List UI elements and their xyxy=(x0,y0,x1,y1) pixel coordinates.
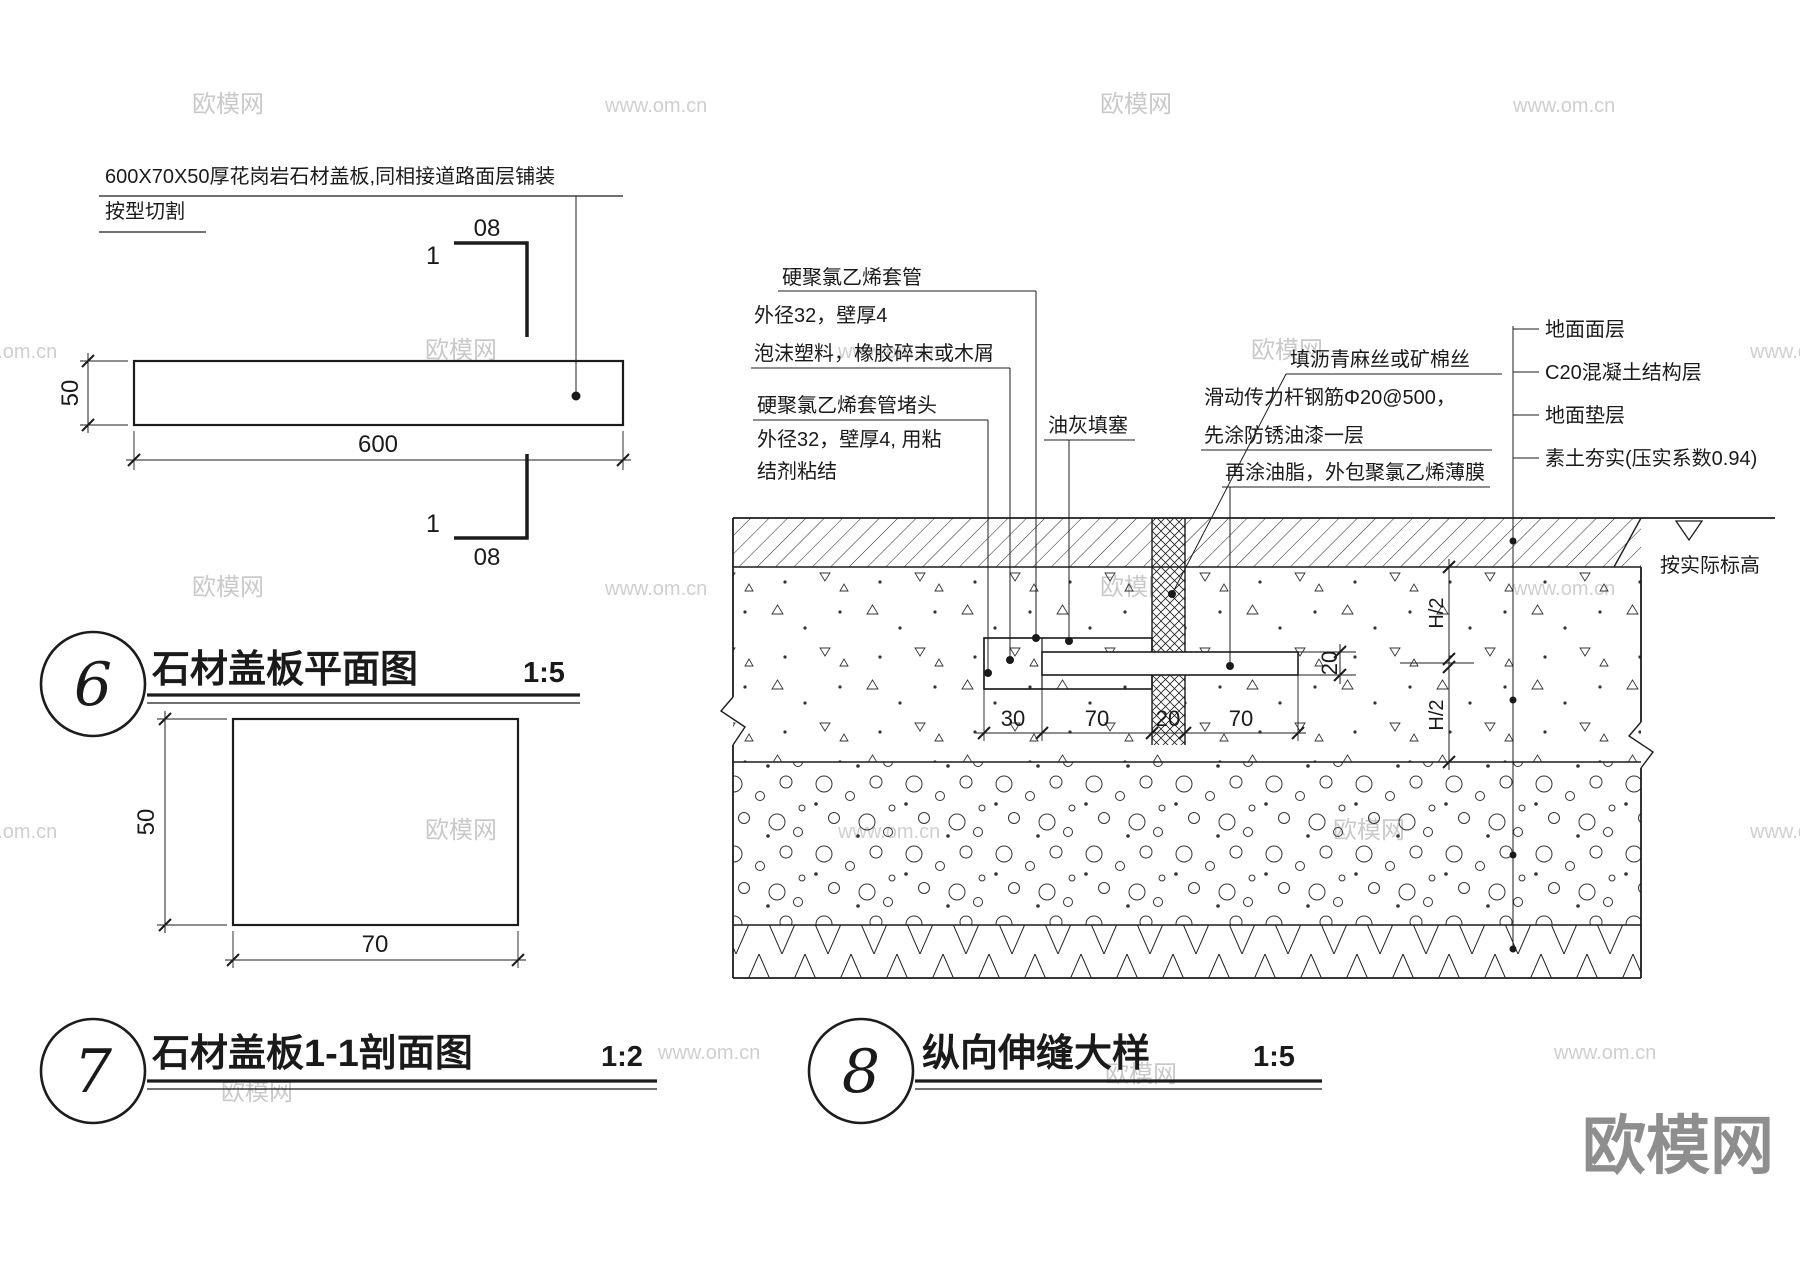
detail-scale-7: 1:2 xyxy=(601,1041,643,1073)
dim-text-h2a: H/2 xyxy=(1426,597,1448,628)
title-detail-6: 6 石材盖板平面图 1:5 xyxy=(39,630,580,738)
annotation-plug-1: 硬聚氯乙烯套管堵头 xyxy=(757,394,937,417)
dim-section-width: 70 xyxy=(225,931,526,968)
annotation-plug-3: 结剂粘结 xyxy=(757,460,837,483)
annotation-foam: 泡沫塑料，橡胶碎末或木屑 xyxy=(754,342,994,365)
detail-6-plan: 600X70X50厚花岗岩石材盖板,同相接道路面层铺装 按型切割 1 08 1 … xyxy=(57,165,631,571)
dowel-bar xyxy=(1041,651,1299,676)
watermark-url: www.om.cn xyxy=(837,341,940,363)
bedding-layer xyxy=(733,762,1641,925)
watermark-brand: 欧模网 xyxy=(1251,337,1323,364)
section-number-bottom: 1 xyxy=(426,510,440,538)
leader-dot xyxy=(571,391,581,401)
dim-text-600: 600 xyxy=(358,431,398,458)
watermark-url: www.om.cn xyxy=(0,341,57,363)
dim-text-70b: 70 xyxy=(1229,706,1253,731)
annotation-pvc-sleeve-1: 硬聚氯乙烯套管 xyxy=(782,266,922,289)
detail-scale-6: 1:5 xyxy=(523,657,565,689)
dim-text-20: 20 xyxy=(1156,706,1180,731)
dim-text-70: 70 xyxy=(362,931,389,958)
detail-7-section: 50 70 xyxy=(133,711,526,968)
watermark-brand: 欧模网 xyxy=(425,817,497,844)
detail-scale-8: 1:5 xyxy=(1253,1041,1295,1073)
surface-layer-hatch-right xyxy=(1185,518,1641,567)
annotation-dowel-2: 先涂防锈油漆一层 xyxy=(1204,424,1364,447)
detail-bubble-7 xyxy=(39,1017,147,1125)
watermark-brand: 欧模网 xyxy=(1100,91,1172,118)
dim-text-50: 50 xyxy=(57,380,84,407)
dim-bar-height: 20 xyxy=(1298,644,1356,684)
layer-labels: 地面面层 C20混凝土结构层 地面垫层 素土夯实(压实系数0.94) xyxy=(1509,318,1757,953)
watermark-url: www.om.cn xyxy=(1749,821,1800,843)
layer-label-bedding: 地面垫层 xyxy=(1545,404,1625,427)
section-mark-top xyxy=(454,241,529,337)
dim-h2: H/2 H/2 xyxy=(1400,559,1474,770)
dim-text-h2b: H/2 xyxy=(1426,699,1448,730)
annotation-oakum: 填沥青麻丝或矿棉丝 xyxy=(1290,348,1470,371)
detail-title-7: 石材盖板1-1剖面图 xyxy=(152,1033,473,1075)
stone-plate-plan xyxy=(132,359,625,427)
level-triangle-mark xyxy=(1674,520,1704,542)
surface-layer-hatch-left xyxy=(733,518,1152,567)
compacted-soil-layer xyxy=(733,925,1641,978)
detail-number-7: 7 xyxy=(74,1037,113,1107)
dim-text-30: 30 xyxy=(1001,706,1025,731)
annotation-plug-2: 外径32，壁厚4, 用粘 xyxy=(757,428,941,451)
detail6-note-line1: 600X70X50厚花岗岩石材盖板,同相接道路面层铺装 xyxy=(105,165,555,188)
surface-cut-line xyxy=(1613,517,1642,568)
detail6-note-line2: 按型切割 xyxy=(105,200,185,223)
stone-plate-section xyxy=(231,717,520,927)
title-detail-8: 8 纵向伸缝大样 1:5 xyxy=(807,1017,1322,1125)
watermark-url: www.om.cn xyxy=(604,578,707,600)
watermark-url: www.om.cn xyxy=(604,95,707,117)
title-detail-7: 7 石材盖板1-1剖面图 1:2 xyxy=(39,1017,657,1125)
detail-number-6: 6 xyxy=(74,650,112,720)
annotation-grease: 再涂油脂，外包聚氯乙烯薄膜 xyxy=(1225,461,1485,484)
dim-section-height: 50 xyxy=(133,711,227,933)
dim-text-70a: 70 xyxy=(1085,706,1109,731)
dim-plate-width: 600 xyxy=(126,431,631,470)
annotation-dowel-1: 滑动传力杆钢筋Φ20@500， xyxy=(1204,386,1456,409)
layer-label-soil: 素土夯实(压实系数0.94) xyxy=(1545,447,1757,470)
detail-bubble-6 xyxy=(39,630,147,738)
dim-plate-height: 50 xyxy=(57,353,128,433)
watermark-brand: 欧模网 xyxy=(425,337,497,364)
watermark-url: www.om.cn xyxy=(1512,95,1615,117)
break-mark-left xyxy=(719,696,746,746)
watermark-url: www.om.cn xyxy=(1749,341,1800,363)
dowel-bar-bg xyxy=(1042,652,1298,675)
layer-label-surface: 地面面层 xyxy=(1545,318,1625,341)
break-mark-right xyxy=(1627,721,1655,769)
detail-title-6: 石材盖板平面图 xyxy=(152,649,418,691)
layer-label-concrete: C20混凝土结构层 xyxy=(1545,361,1702,384)
watermark-brand: 欧模网 xyxy=(192,574,264,601)
watermark-url: www.om.cn xyxy=(1553,1042,1656,1064)
watermark-brand: 欧模网 xyxy=(221,1079,293,1106)
annotation-putty: 油灰填塞 xyxy=(1048,414,1128,437)
watermark-url: www.om.cn xyxy=(657,1042,760,1064)
dim-text-bar-20: 20 xyxy=(1317,651,1342,675)
detail-title-8: 纵向伸缝大样 xyxy=(922,1033,1150,1075)
dim-text-50: 50 xyxy=(133,809,160,836)
detail-bubble-8 xyxy=(807,1017,915,1125)
joint-strip xyxy=(1152,518,1185,745)
watermark-url: www.om.cn xyxy=(0,821,57,843)
level-note: 按实际标高 xyxy=(1660,554,1760,577)
detail-8-joint: 按实际标高 30 70 20 70 2 xyxy=(719,266,1775,979)
watermark-brand: 欧模网 xyxy=(1105,1061,1177,1088)
annotation-pvc-sleeve-2: 外径32，壁厚4 xyxy=(754,304,887,327)
detail-number-8: 8 xyxy=(842,1037,880,1107)
section-mark-bottom xyxy=(454,454,529,540)
site-logo-text: 欧模网 xyxy=(1582,1110,1774,1182)
section-sheet-bottom: 08 xyxy=(474,544,501,571)
dim-chain-bottom: 30 70 20 70 xyxy=(976,675,1306,741)
watermark-brand: 欧模网 xyxy=(192,91,264,118)
annotations: 硬聚氯乙烯套管 外径32，壁厚4 泡沫塑料，橡胶碎末或木屑 硬聚氯乙烯套管堵头 … xyxy=(751,266,1502,677)
section-number-top: 1 xyxy=(426,242,440,270)
section-sheet-top: 08 xyxy=(474,215,501,242)
